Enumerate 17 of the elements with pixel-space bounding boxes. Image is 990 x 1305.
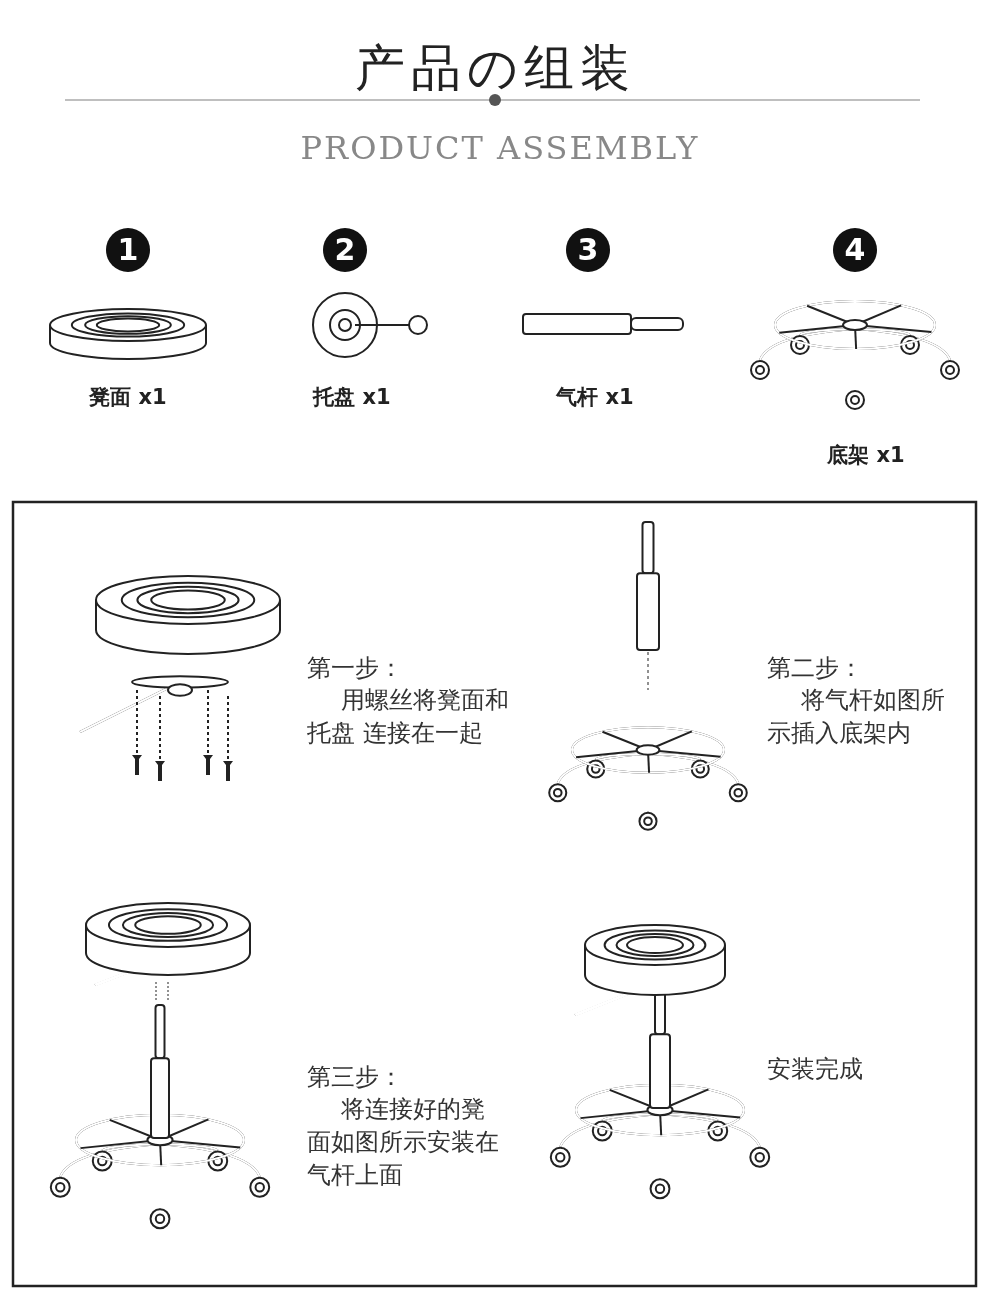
step-instruction: 将连接好的凳面如图所示安装在气杆上面 bbox=[307, 1094, 500, 1191]
part-label: 气杆 x1 bbox=[556, 384, 634, 411]
step-number: 3 bbox=[566, 228, 610, 272]
step-heading: 第一步： bbox=[307, 653, 403, 684]
step-instruction: 用螺丝将凳面和托盘 连接在一起 bbox=[307, 685, 510, 749]
part-label: 凳面 x1 bbox=[89, 384, 167, 411]
title: 产品の组装 bbox=[354, 37, 636, 99]
step-heading: 第二步： bbox=[767, 653, 863, 684]
step-heading: 第三步： bbox=[307, 1062, 403, 1093]
step-number: 2 bbox=[323, 228, 367, 272]
completion-note: 安装完成 bbox=[767, 1054, 863, 1085]
step-number: 1 bbox=[106, 228, 150, 272]
part-label: 底架 x1 bbox=[827, 442, 905, 469]
step-number: 4 bbox=[833, 228, 877, 272]
part-label: 托盘 x1 bbox=[313, 384, 391, 411]
subtitle: PRODUCT ASSEMBLY bbox=[300, 129, 700, 167]
step-instruction: 将气杆如图所示插入底架内 bbox=[767, 685, 946, 749]
